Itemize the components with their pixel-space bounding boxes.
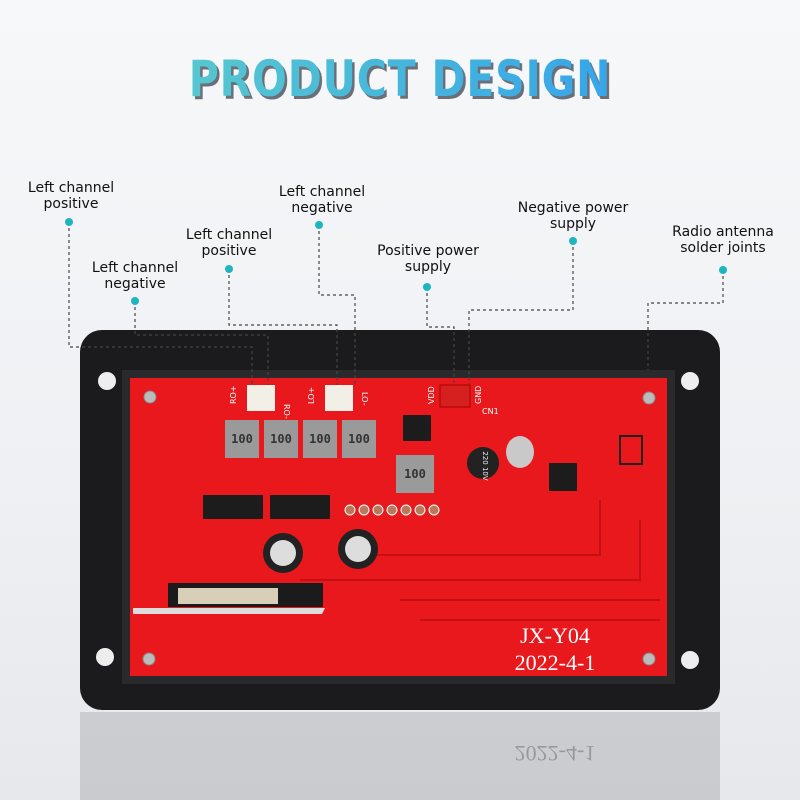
callout-dot	[65, 218, 73, 226]
callout-text: Left channel	[27, 180, 115, 196]
callout-text: negative	[104, 276, 166, 292]
mounting-hole	[681, 372, 699, 390]
callout-dot	[569, 237, 577, 245]
mounting-hole	[96, 648, 114, 666]
bt-chip	[549, 463, 577, 491]
callout-text: positive	[43, 196, 99, 212]
callout-text: Negative power	[517, 200, 629, 216]
callout-text: Left channel	[91, 260, 179, 276]
callout-text: Left channel	[185, 227, 273, 243]
callout-dots	[65, 218, 727, 305]
inductor-label: 100	[309, 432, 331, 446]
callout-text: positive	[201, 243, 257, 259]
callout-text: supply	[549, 216, 597, 232]
callout-text: negative	[291, 200, 353, 216]
amp-chip	[203, 495, 263, 519]
inductors	[225, 420, 434, 493]
ro-connector	[247, 385, 275, 411]
pin-label-vdd: VDD	[427, 386, 436, 404]
callout-text: Left channel	[278, 184, 366, 200]
red-pcb	[130, 378, 667, 676]
pin-label-lo-plus: LO+	[307, 387, 316, 404]
callout-text: solder joints	[680, 240, 766, 256]
mounting-hole	[681, 651, 699, 669]
antenna-pads	[619, 435, 643, 465]
amp-chip	[270, 495, 330, 519]
reflection-text: 2022-4-1	[515, 741, 596, 766]
pin-label-lo-minus: LO-	[360, 392, 369, 406]
callout-text: Positive power	[377, 243, 479, 259]
callout-dot	[719, 266, 727, 274]
power-connector	[439, 384, 471, 408]
inductor-label: 100	[270, 432, 292, 446]
inductor-label: 100	[404, 467, 426, 481]
crystal	[506, 436, 534, 468]
header-pads	[344, 504, 440, 516]
capacitor-marking: 220 10V	[481, 451, 489, 480]
pin-label-cn1: CN1	[482, 407, 499, 416]
callout-dot	[423, 283, 431, 291]
callout-text: supply	[404, 259, 452, 275]
capacitor	[467, 447, 499, 479]
callout-text: Radio antenna	[672, 224, 774, 240]
callout-lines	[68, 222, 724, 385]
chip	[403, 415, 431, 441]
inductor-label: 100	[348, 432, 370, 446]
pin-label-ro-plus: RO+	[229, 385, 238, 404]
board-reflection	[80, 712, 720, 800]
callout-dot	[225, 265, 233, 273]
callout-dot	[131, 297, 139, 305]
board-model: JX-Y04	[520, 623, 590, 648]
mounting-hole	[98, 372, 116, 390]
page-title: PRODUCT DESIGN	[72, 50, 728, 108]
callout-dot	[315, 221, 323, 229]
lo-connector	[325, 385, 353, 411]
board-date: 2022-4-1	[515, 650, 596, 675]
pin-label-ro-minus: RO-	[282, 404, 291, 419]
inductor-label: 100	[231, 432, 253, 446]
pin-label-gnd: GND	[474, 386, 483, 404]
